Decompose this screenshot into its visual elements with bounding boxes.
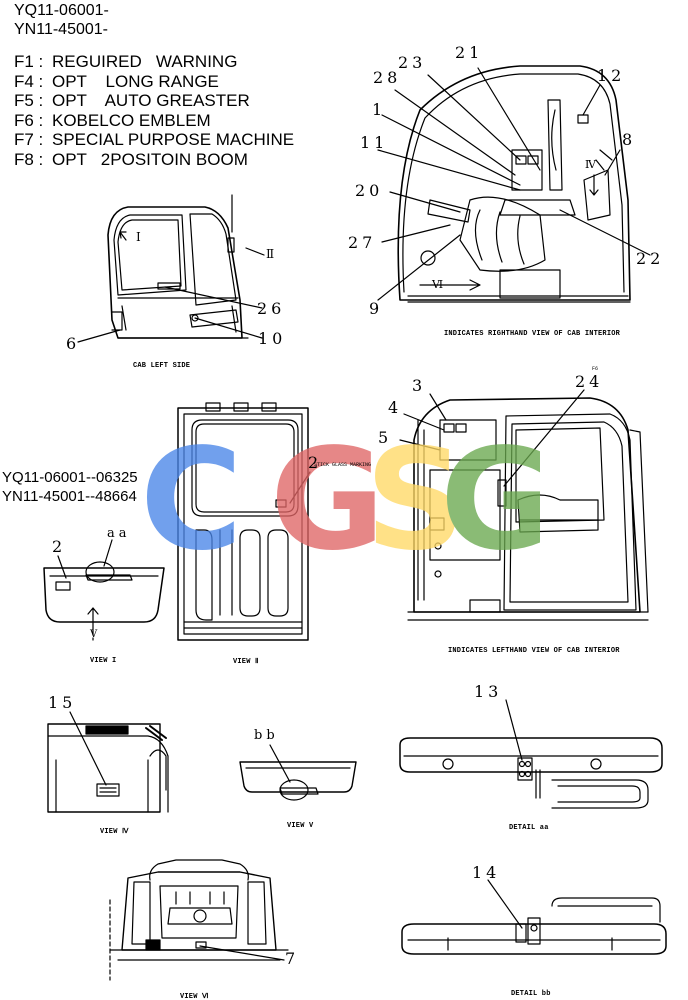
view-marker-vi: Ⅵ [432, 278, 448, 291]
legend-row: F6 : KOBELCO EMBLEM [14, 111, 294, 131]
serial-header-2: YN11-45001- [14, 21, 108, 38]
f6-marker: F6 [592, 366, 599, 372]
caption-detail-aa: DETAIL aa [509, 824, 549, 832]
callout-10: 10 [258, 329, 287, 348]
serial-range-line-1: YQ11-06001--06325 [2, 469, 138, 486]
legend-code: F4 : [14, 71, 44, 91]
legend-code: F6 : [14, 110, 44, 130]
callout-15: 15 [48, 693, 77, 712]
callout-23: 23 [398, 53, 427, 72]
callout-view2-2: 2 [308, 453, 323, 472]
view-v-drawing [239, 744, 357, 801]
callout-4: 4 [388, 398, 403, 417]
legend-row: F8 : OPT 2POSITOIN BOOM [14, 150, 294, 170]
legend-row: F7 : SPECIAL PURPOSE MACHINE [14, 130, 294, 150]
watermark-letter-g2: G [440, 440, 540, 560]
callout-6: 6 [66, 334, 81, 353]
callout-24: 24 [575, 372, 604, 391]
view-i-drawing [43, 539, 165, 641]
view-ii-drawing [177, 402, 311, 641]
callout-14: 14 [472, 863, 501, 882]
watermark-letter-c: C [140, 440, 243, 560]
detail-bb-drawing [401, 879, 667, 955]
watermark-logo: C G S G [140, 440, 540, 560]
callout-20: 20 [355, 181, 384, 200]
callout-1: 1 [372, 100, 387, 119]
caption-rh-view: INDICATES RIGHTHAND VIEW OF CAB INTERIOR [444, 330, 621, 338]
serial-header-1: YQ11-06001- [14, 2, 109, 19]
callout-26: 26 [257, 299, 286, 318]
callout-12: 12 [597, 66, 626, 85]
detail-aa-drawing [399, 699, 663, 809]
watermark-letter-s: S [365, 440, 466, 560]
legend-row: F5 : OPT AUTO GREASTER [14, 91, 294, 111]
caption-view-vi: VIEW Ⅵ [180, 993, 209, 1000]
view-marker-i: I [136, 230, 145, 244]
legend-text: OPT AUTO GREASTER [52, 91, 250, 111]
caption-view-v: VIEW V [287, 822, 314, 830]
legend-code: F1 : [14, 52, 44, 71]
callout-21: 21 [455, 43, 484, 62]
callout-view1-2: 2 [52, 537, 67, 556]
callout-28: 28 [373, 68, 402, 87]
callout-8: 8 [622, 130, 637, 149]
caption-detail-bb: DETAIL bb [511, 990, 551, 998]
caption-lh-view: INDICATES LEFTHAND VIEW OF CAB INTERIOR [448, 647, 620, 655]
legend-text: REGUIRED WARNING [52, 52, 238, 71]
legend-text: KOBELCO EMBLEM [52, 110, 211, 130]
legend-code: F5 : [14, 91, 44, 111]
caption-view-ii: VIEW Ⅱ [233, 658, 259, 666]
legend-code: F8 : [14, 149, 44, 169]
callout-27: 27 [348, 233, 377, 252]
cab-rh-interior-drawing [377, 65, 651, 303]
legend-text: OPT 2POSITOIN BOOM [52, 149, 248, 169]
caption-view-i: VIEW I [90, 657, 117, 665]
callout-22: 22 [636, 249, 665, 268]
view-marker-iv: Ⅳ [585, 158, 600, 171]
watermark-letter-g: G [270, 440, 385, 560]
legend-row: F1 : REGUIRED WARNING [14, 52, 294, 72]
callout-11: 11 [360, 133, 389, 152]
legend-text: SPECIAL PURPOSE MACHINE [52, 130, 295, 150]
cab-lh-interior-drawing [399, 389, 649, 621]
callout-aa: aa [107, 526, 131, 541]
view-vi-drawing [109, 859, 289, 981]
callout-13: 13 [474, 682, 503, 701]
view-marker-ii: Ⅱ [266, 247, 279, 261]
callout-9: 9 [369, 299, 384, 318]
legend-code: F7 : [14, 130, 44, 150]
legend: F1 :REGUIRED WARNING F4 :OPT LONG RANGE … [14, 52, 294, 170]
view-marker-v: V [90, 629, 102, 640]
callout-7: 7 [285, 949, 300, 968]
callout-5: 5 [378, 428, 393, 447]
stick-glass-marking-label: STICK GLASS MARKING [314, 462, 372, 468]
callout-bb: bb [254, 728, 279, 743]
serial-range-line-2: YN11-45001--48664 [2, 488, 137, 505]
callout-3: 3 [412, 376, 427, 395]
legend-row: F4 : OPT LONG RANGE [14, 72, 294, 92]
view-iv-drawing [47, 711, 169, 813]
caption-cab-left-side: CAB LEFT SIDE [133, 362, 191, 370]
caption-view-iv: VIEW Ⅳ [100, 828, 129, 836]
legend-text: OPT LONG RANGE [52, 71, 219, 91]
cab-left-side-drawing [77, 194, 265, 343]
